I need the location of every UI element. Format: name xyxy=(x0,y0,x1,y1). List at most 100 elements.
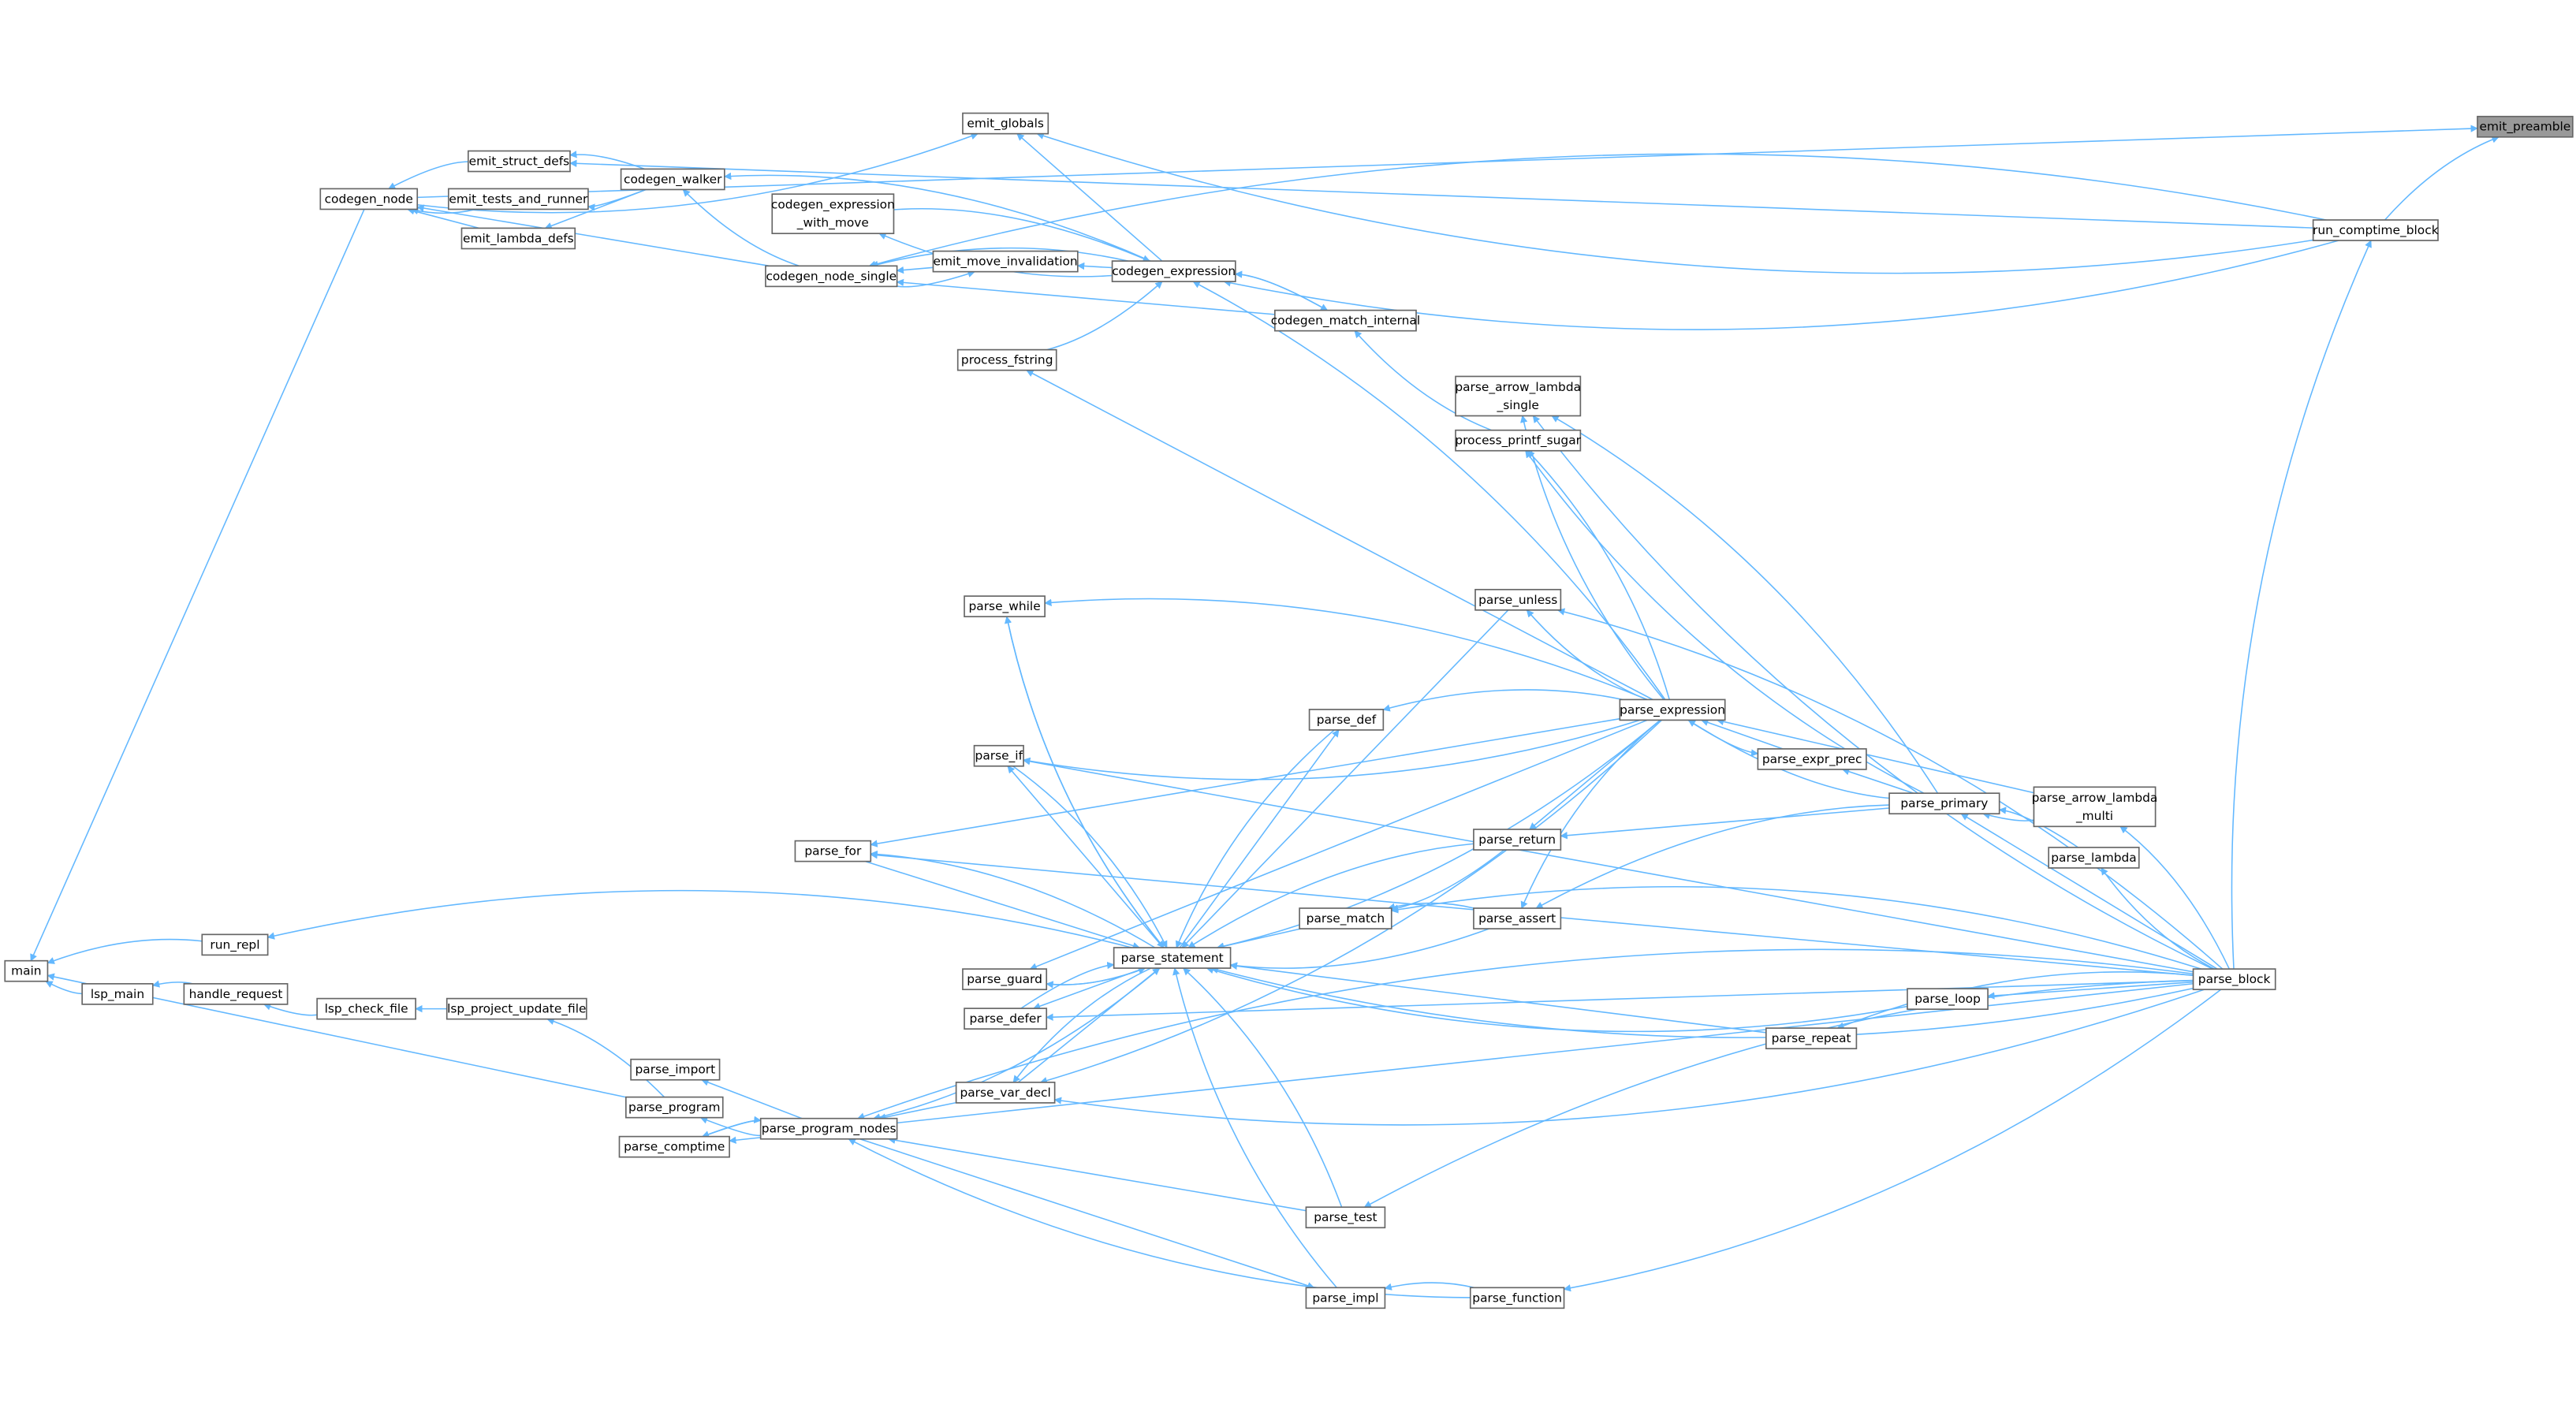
node-parse_def[interactable]: parse_def xyxy=(1308,709,1385,731)
node-parse_for[interactable]: parse_for xyxy=(794,840,872,862)
edge-codegen_expression-to-codegen_node_single xyxy=(870,247,1128,268)
node-label: parse_repeat xyxy=(1772,1031,1851,1046)
node-emit_globals[interactable]: emit_globals xyxy=(962,112,1049,135)
edge-parse_primary-to-parse_arrow_lambda_single xyxy=(1551,415,1939,794)
node-parse_arrow_lambda_multi[interactable]: parse_arrow_lambda_multi xyxy=(2032,786,2158,828)
node-box xyxy=(445,997,587,1020)
node-parse_import[interactable]: parse_import xyxy=(630,1058,721,1081)
node-parse_guard[interactable]: parse_guard xyxy=(962,968,1048,990)
edge-parse_return-to-parse_statement xyxy=(1187,843,1474,948)
node-parse_return[interactable]: parse_return xyxy=(1473,829,1562,851)
node-parse_program[interactable]: parse_program xyxy=(624,1096,724,1119)
node-emit_move_invalidation[interactable]: emit_move_invalidation xyxy=(932,250,1079,273)
node-label: parse_lambda xyxy=(2051,851,2137,866)
node-parse_impl[interactable]: parse_impl xyxy=(1305,1287,1386,1309)
node-parse_function[interactable]: parse_function xyxy=(1469,1287,1565,1309)
node-parse_match[interactable]: parse_match xyxy=(1299,907,1392,929)
node-main[interactable]: main xyxy=(4,959,49,982)
edge-parse_block-to-parse_arrow_lambda_multi xyxy=(2119,825,2231,970)
node-parse_loop[interactable]: parse_loop xyxy=(1907,988,1989,1010)
edge-parse_lambda-to-parse_primary xyxy=(1998,806,2079,848)
node-box xyxy=(955,1082,1056,1104)
node-parse_repeat[interactable]: parse_repeat xyxy=(1765,1027,1858,1049)
node-codegen_expression_with_move[interactable]: codegen_expression_with_move xyxy=(771,193,895,235)
node-label: parse_test xyxy=(1314,1210,1377,1225)
node-label: emit_tests_and_runner xyxy=(449,192,588,207)
edge-run_comptime_block-to-emit_preamble xyxy=(2384,136,2500,221)
edge-parse_test-to-parse_program_nodes xyxy=(888,1136,1307,1212)
node-label: parse_import xyxy=(636,1063,716,1078)
node-codegen_match_internal[interactable]: codegen_match_internal xyxy=(1271,309,1420,332)
node-label: emit_struct_defs xyxy=(469,155,570,169)
node-label: parse_arrow_lambda xyxy=(1455,380,1581,395)
node-box xyxy=(1273,309,1417,332)
node-box xyxy=(2312,219,2439,241)
node-label: parse_return xyxy=(1478,833,1556,847)
node-box xyxy=(759,1117,898,1140)
node-box xyxy=(4,959,49,982)
edge-parse_block-to-parse_arrow_lambda_single xyxy=(1532,415,2213,970)
edge-codegen_node_single-to-codegen_walker xyxy=(682,188,800,267)
node-parse_expression[interactable]: parse_expression xyxy=(1619,698,1726,721)
node-process_fstring[interactable]: process_fstring xyxy=(956,348,1057,371)
node-parse_arrow_lambda_single[interactable]: parse_arrow_lambda_single xyxy=(1455,375,1582,417)
edge-parse_program-to-lsp_project_update_file xyxy=(546,1017,665,1098)
edge-codegen_walker-to-emit_lambda_defs xyxy=(544,188,647,229)
node-parse_unless[interactable]: parse_unless xyxy=(1474,588,1562,611)
edge-parse_var_decl-to-parse_program_nodes xyxy=(878,1101,956,1121)
node-label: parse_expression xyxy=(1620,702,1725,717)
node-label: parse_assert xyxy=(1478,911,1556,926)
edge-parse_expression-to-parse_def xyxy=(1382,689,1624,712)
edge-parse_program_nodes-to-parse_program xyxy=(699,1116,761,1137)
node-label: parse_impl xyxy=(1312,1291,1378,1306)
node-run_comptime_block[interactable]: run_comptime_block xyxy=(2312,219,2439,241)
node-emit_preamble[interactable]: emit_preamble xyxy=(2477,115,2574,138)
edge-layer xyxy=(30,125,2500,1298)
node-codegen_node[interactable]: codegen_node xyxy=(319,188,419,210)
edge-codegen_expression-to-codegen_match_internal xyxy=(1235,273,1329,311)
node-emit_struct_defs[interactable]: emit_struct_defs xyxy=(467,150,571,173)
edge-run_comptime_block-to-codegen_expression xyxy=(1223,240,2339,330)
node-process_printf_sugar[interactable]: process_printf_sugar xyxy=(1455,429,1582,452)
node-emit_tests_and_runner[interactable]: emit_tests_and_runner xyxy=(447,188,589,210)
node-parse_expr_prec[interactable]: parse_expr_prec xyxy=(1757,748,1867,770)
edge-parse_if-to-parse_statement xyxy=(1012,766,1168,948)
node-box xyxy=(1473,829,1562,851)
edge-parse_unless-to-parse_statement xyxy=(1181,609,1509,948)
node-label: parse_program xyxy=(628,1101,721,1116)
node-parse_test[interactable]: parse_test xyxy=(1305,1206,1386,1229)
node-parse_defer[interactable]: parse_defer xyxy=(964,1008,1048,1030)
node-handle_request[interactable]: handle_request xyxy=(183,983,289,1005)
node-label: parse_guard xyxy=(967,972,1042,987)
node-parse_statement[interactable]: parse_statement xyxy=(1113,947,1232,969)
edge-parse_block-to-parse_if xyxy=(1023,758,2194,973)
node-codegen_node_single[interactable]: codegen_node_single xyxy=(765,265,898,288)
node-lsp_check_file[interactable]: lsp_check_file xyxy=(316,997,416,1020)
node-label: codegen_node_single xyxy=(766,269,897,284)
node-label: process_fstring xyxy=(961,353,1053,368)
node-box xyxy=(1308,709,1385,731)
node-parse_primary[interactable]: parse_primary xyxy=(1888,792,2000,815)
node-parse_program_nodes[interactable]: parse_program_nodes xyxy=(759,1117,898,1140)
node-codegen_expression[interactable]: codegen_expression xyxy=(1111,260,1236,282)
node-parse_lambda[interactable]: parse_lambda xyxy=(2048,847,2140,869)
node-box xyxy=(618,1135,730,1158)
node-lsp_main[interactable]: lsp_main xyxy=(81,983,154,1005)
node-parse_var_decl[interactable]: parse_var_decl xyxy=(955,1082,1056,1104)
node-codegen_walker[interactable]: codegen_walker xyxy=(620,168,725,191)
node-label: codegen_walker xyxy=(624,172,722,187)
node-emit_lambda_defs[interactable]: emit_lambda_defs xyxy=(460,227,576,250)
node-lsp_project_update_file[interactable]: lsp_project_update_file xyxy=(445,997,587,1020)
node-box xyxy=(973,744,1024,767)
node-box xyxy=(620,168,725,191)
node-box xyxy=(1113,947,1232,969)
edge-parse_block-to-parse_unless xyxy=(1556,608,2224,970)
node-parse_comptime[interactable]: parse_comptime xyxy=(618,1135,730,1158)
node-parse_block[interactable]: parse_block xyxy=(2192,968,2276,990)
node-box xyxy=(964,595,1046,618)
node-parse_while[interactable]: parse_while xyxy=(964,595,1046,618)
edge-run_comptime_block-to-emit_struct_defs xyxy=(569,159,2313,229)
node-parse_assert[interactable]: parse_assert xyxy=(1473,907,1562,929)
node-parse_if[interactable]: parse_if xyxy=(973,744,1024,767)
node-run_repl[interactable]: run_repl xyxy=(201,933,269,956)
